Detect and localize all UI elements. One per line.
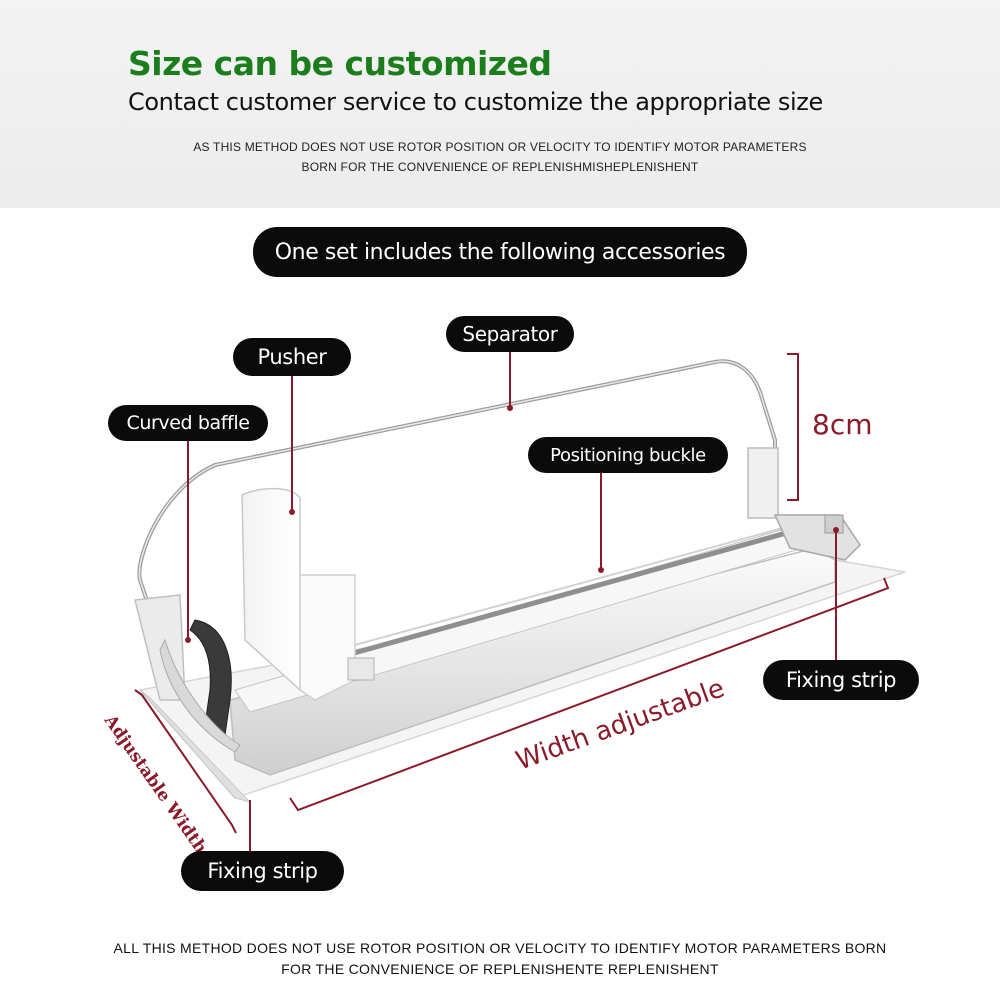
width-dimension-line bbox=[289, 577, 890, 812]
pusher-side bbox=[299, 574, 356, 701]
height-dimension-bracket bbox=[787, 353, 799, 501]
height-dimension-label: 8cm bbox=[812, 408, 872, 441]
footer-line-2: FOR THE CONVENIENCE OF REPLENISHENTE REP… bbox=[281, 961, 719, 977]
accessories-banner: One set includes the following accessori… bbox=[253, 227, 747, 277]
label-curved-baffle: Curved baffle bbox=[108, 405, 268, 441]
rail-track bbox=[299, 529, 791, 671]
label-fixing-strip-right: Fixing strip bbox=[763, 660, 919, 700]
adjustable-width-dimension-line bbox=[134, 689, 237, 834]
label-fixing-strip-bottom: Fixing strip bbox=[181, 851, 344, 891]
adjustable-width-label: Adjustable Width bbox=[99, 711, 210, 858]
label-separator: Separator bbox=[446, 316, 574, 352]
header-band bbox=[0, 0, 1000, 208]
label-positioning-buckle: Positioning buckle bbox=[528, 437, 728, 473]
header-note-line-1: AS THIS METHOD DOES NOT USE ROTOR POSITI… bbox=[193, 140, 807, 154]
end-bracket bbox=[747, 447, 779, 519]
page-subtitle: Contact customer service to customize th… bbox=[128, 88, 823, 116]
label-pusher: Pusher bbox=[233, 338, 351, 376]
footer-line-1: ALL THIS METHOD DOES NOT USE ROTOR POSIT… bbox=[113, 940, 887, 956]
header-note-line-2: BORN FOR THE CONVENIENCE OF REPLENISHMIS… bbox=[301, 160, 699, 174]
page-title: Size can be customized bbox=[128, 44, 552, 83]
